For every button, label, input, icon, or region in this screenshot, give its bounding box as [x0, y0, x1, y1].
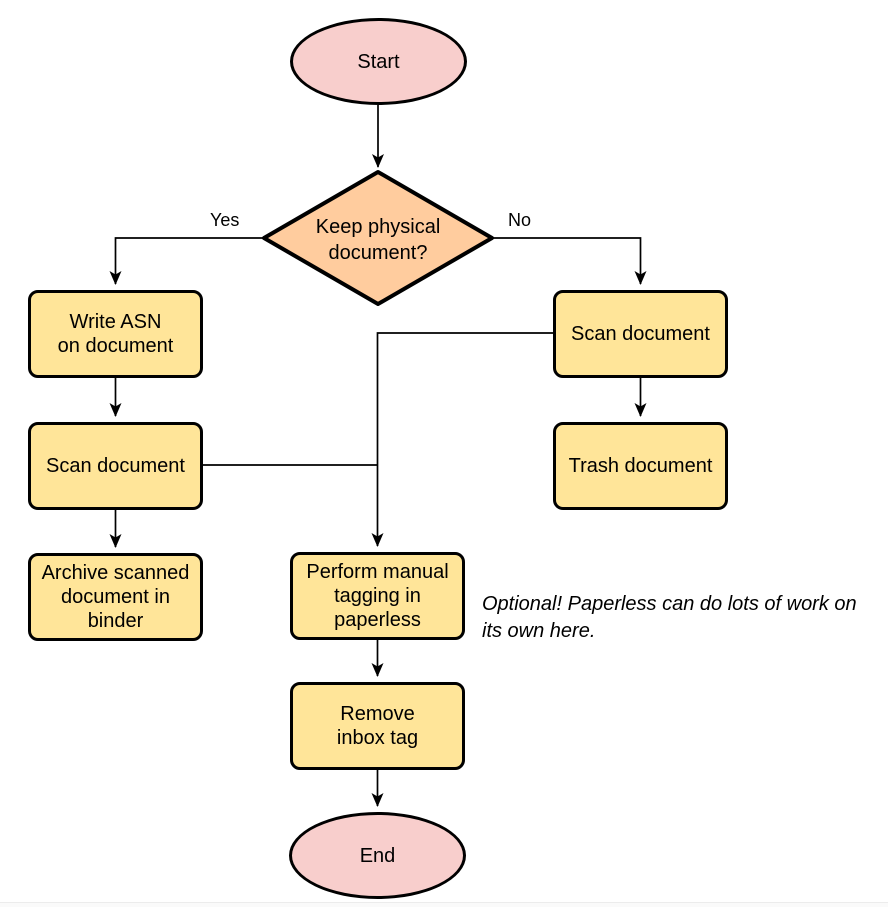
node-trash-document: Trash document	[553, 422, 728, 510]
edge-scan-right-to-tagging	[371, 332, 553, 547]
node-write-asn-on-document: Write ASN on document	[28, 290, 203, 378]
node-scan-document-right: Scan document	[553, 290, 728, 378]
node-remove-inbox-tag: Remove inbox tag	[290, 682, 465, 770]
edge-decision-yes-to-write-asn	[109, 237, 264, 285]
node-archive-scanned-document: Archive scanned document in binder	[28, 553, 203, 641]
edge-label-no: No	[508, 210, 532, 230]
optional-note-text: Optional! Paperless can do lots of work …	[482, 593, 857, 642]
decision-diamond-shape	[262, 170, 494, 306]
edge-decision-no-to-scan-right	[492, 237, 647, 285]
node-perform-manual-tagging: Perform manual tagging in paperless	[290, 552, 465, 640]
node-start: Start	[290, 18, 467, 105]
node-end: End	[289, 812, 466, 899]
node-scan-document-left: Scan document	[28, 422, 203, 510]
edge-label-yes: Yes	[210, 210, 240, 230]
bottom-edge-divider	[0, 902, 888, 907]
node-decision-label: Keep physical document?	[315, 216, 441, 264]
